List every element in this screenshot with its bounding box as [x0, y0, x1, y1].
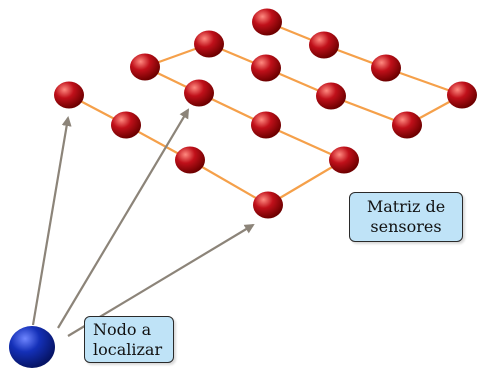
- sensor-node-icon: [251, 111, 281, 139]
- sensor-node-icon: [251, 54, 281, 82]
- sensor-node-icon: [130, 53, 160, 81]
- target-node-label: Nodo a localizar: [84, 316, 174, 363]
- sensor-node-icon: [252, 8, 282, 36]
- sensor-node-icon: [194, 30, 224, 58]
- sensor-node-icon: [371, 54, 401, 82]
- sensor-node-icon: [184, 79, 214, 107]
- target-node-label-line1: Nodo a: [93, 320, 152, 339]
- target-node-icon: [9, 326, 55, 368]
- sensor-node-icon: [392, 111, 422, 139]
- sensor-matrix: [54, 8, 477, 219]
- sensor-node-icon: [253, 191, 283, 219]
- sensor-link: [189, 159, 269, 206]
- target-node: [9, 326, 55, 368]
- sensor-node-icon: [447, 81, 477, 109]
- sensor-link: [267, 159, 345, 206]
- sensor-node-icon: [111, 111, 141, 139]
- target-node-label-line2: localizar: [93, 340, 163, 359]
- distance-arrows: [31, 108, 255, 337]
- sensor-node-icon: [309, 31, 339, 59]
- sensor-matrix-label-line1: Matriz de: [366, 197, 446, 216]
- sensor-node-icon: [329, 146, 359, 174]
- sensor-matrix-label: Matriz de sensores: [349, 192, 463, 242]
- sensor-node-icon: [175, 146, 205, 174]
- distance-arrow: [57, 108, 190, 329]
- sensor-node-icon: [316, 82, 346, 110]
- sensor-matrix-label-line2: sensores: [370, 217, 442, 236]
- distance-arrow: [31, 116, 72, 326]
- sensor-node-icon: [54, 81, 84, 109]
